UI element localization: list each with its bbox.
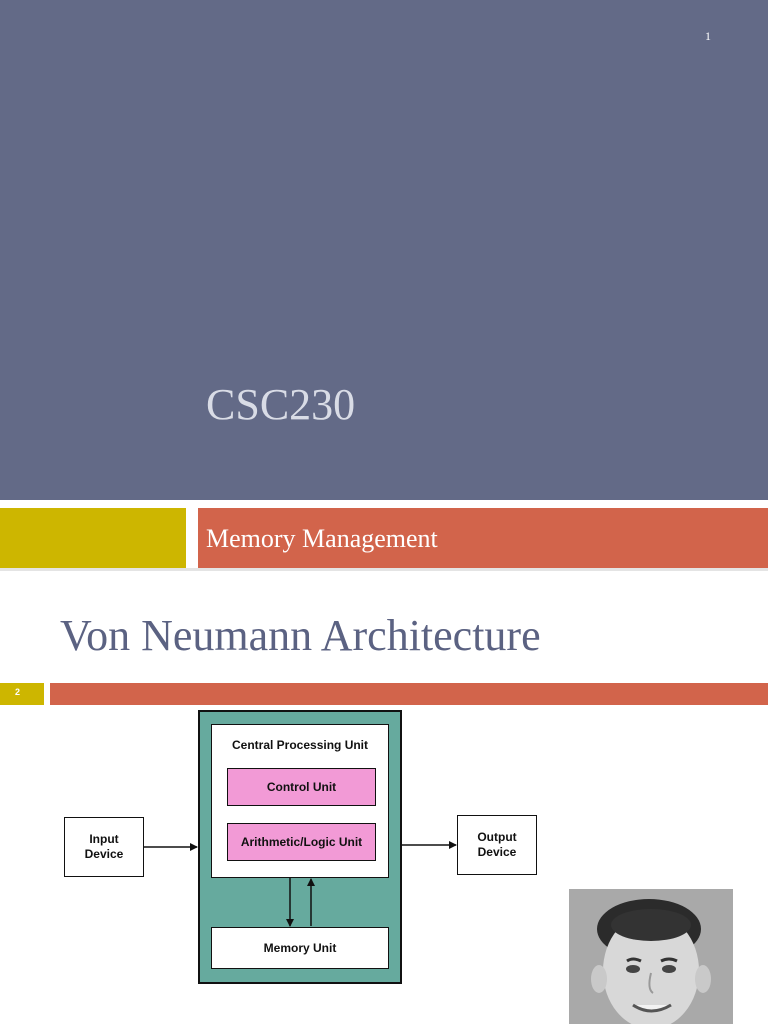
output-device-box: Output Device <box>457 815 537 875</box>
memory-unit-box: Memory Unit <box>211 927 389 969</box>
portrait-photo <box>569 889 733 1024</box>
title-slide: 1 CSC230 <box>0 0 768 500</box>
divider <box>0 500 768 508</box>
subtitle-band <box>198 508 768 568</box>
slide-subtitle: Memory Management <box>206 524 438 553</box>
slide-number: 1 <box>705 29 711 43</box>
portrait-photo-icon <box>569 889 733 1024</box>
input-device-label-line1: Input <box>89 832 119 846</box>
slide-title: CSC230 <box>206 380 356 429</box>
cpu-label: Central Processing Unit <box>231 738 369 752</box>
input-device-label-line2: Device <box>84 847 124 861</box>
alu-box: Arithmetic/Logic Unit <box>227 823 376 861</box>
slide2-title: Von Neumann Architecture <box>60 611 541 660</box>
output-device-label-line2: Device <box>477 845 517 859</box>
accent-block <box>0 508 186 568</box>
output-device-label-line1: Output <box>477 830 517 844</box>
slide-separator <box>0 568 768 571</box>
slide2-number-box: 2 <box>0 683 44 705</box>
slide2-header-bar <box>50 683 768 705</box>
input-device-box: Input Device <box>64 817 144 877</box>
control-unit-box: Control Unit <box>227 768 376 806</box>
slide2-number: 2 <box>15 687 21 697</box>
